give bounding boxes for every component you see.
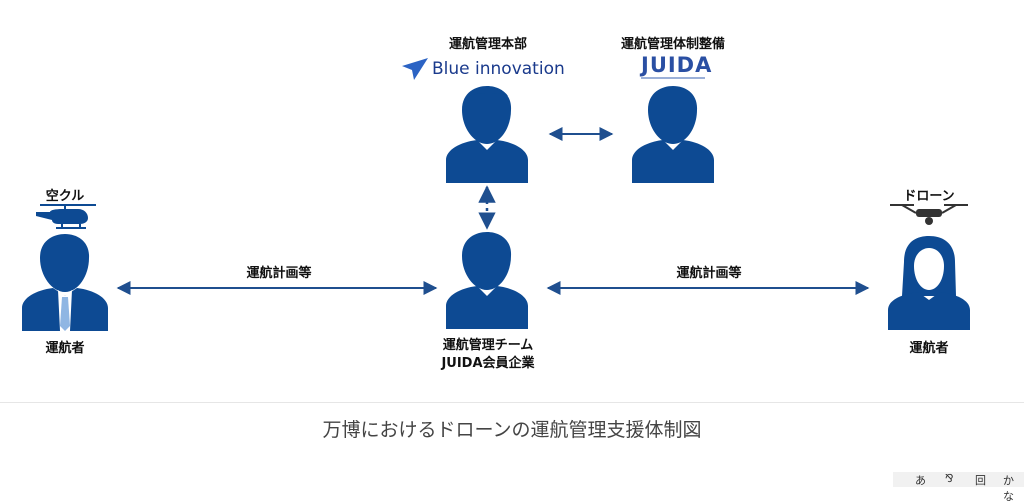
ime-pad-icon[interactable]: 回 xyxy=(975,474,986,487)
support-structure-diagram: 運航管理本部 Blue innovation 運航管理体制整備 JUIDA 空ク… xyxy=(22,37,970,371)
helicopter-icon xyxy=(36,204,96,229)
person-hq-icon xyxy=(446,86,528,183)
center-label-line1: 運航管理チーム xyxy=(442,338,534,353)
right-bottom-label: 運航者 xyxy=(909,341,949,356)
ime-kana-label[interactable]: かな xyxy=(1003,474,1014,503)
center-label-line2: JUIDA会員企業 xyxy=(441,356,535,371)
juida-logo-underline xyxy=(641,77,705,79)
divider xyxy=(0,402,1024,403)
person-right-icon xyxy=(888,236,970,330)
blue-innovation-logo-icon xyxy=(402,58,428,80)
figure-caption: 万博におけるドローンの運航管理支援体制図 xyxy=(322,419,702,441)
person-left-icon xyxy=(22,234,108,331)
juida-logo-text: JUIDA xyxy=(641,53,713,77)
ime-tool-icon[interactable]: ⅋ xyxy=(945,472,954,485)
left-bottom-label: 運航者 xyxy=(45,341,85,356)
juida-title: 運航管理体制整備 xyxy=(620,37,726,52)
person-juida-icon xyxy=(632,86,714,183)
person-center-icon xyxy=(446,232,528,329)
edge-right-label: 運航計画等 xyxy=(676,266,742,281)
blue-innovation-logo-text: Blue innovation xyxy=(432,59,565,79)
drone-icon xyxy=(890,204,968,225)
ime-toolbar: あ ⅋ 回 かな xyxy=(893,472,1024,503)
ime-mode-hiragana[interactable]: あ xyxy=(915,474,926,487)
right-top-label: ドローン xyxy=(903,189,955,204)
left-top-label: 空クル xyxy=(45,189,85,204)
hq-title: 運航管理本部 xyxy=(448,37,528,52)
edge-left-label: 運航計画等 xyxy=(246,266,312,281)
